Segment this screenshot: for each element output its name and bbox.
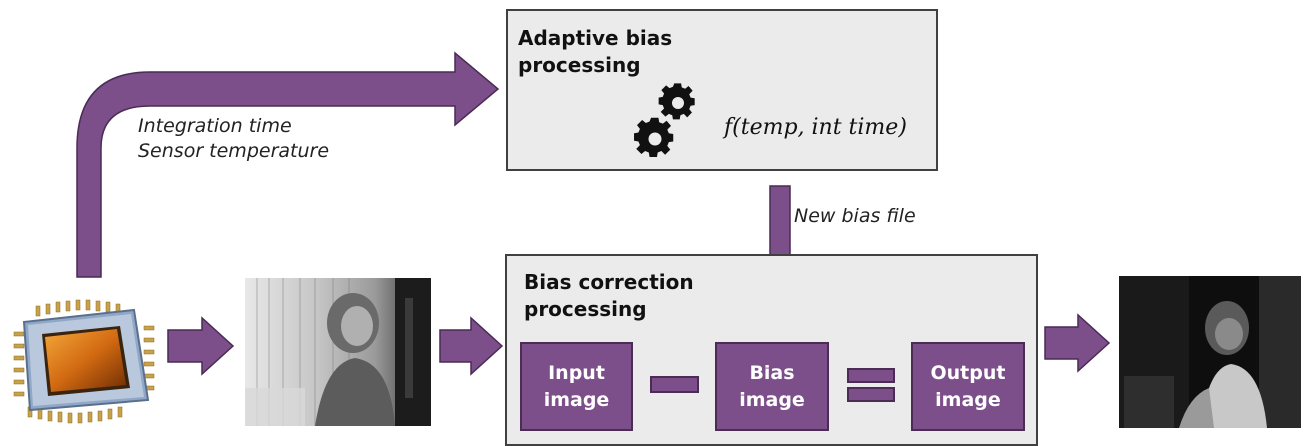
bias-correction-box: Bias correction processing Input image B… bbox=[505, 254, 1038, 446]
sensor-chip-icon bbox=[6, 292, 164, 432]
equals-operator-bottom bbox=[847, 387, 895, 402]
raw-noisy-image bbox=[245, 278, 431, 426]
sensor-inputs-label: Integration time Sensor temperature bbox=[138, 115, 330, 162]
correction-to-output-arrow bbox=[1044, 313, 1111, 373]
gears-icon bbox=[632, 79, 712, 163]
bias-function-formula: f(temp, int time) bbox=[724, 115, 907, 140]
minus-operator bbox=[650, 376, 699, 393]
input-image-box: Input image bbox=[520, 342, 633, 431]
bias-correction-title: Bias correction processing bbox=[524, 270, 694, 321]
adaptive-bias-box: Adaptive bias processing f(temp, int tim… bbox=[506, 9, 938, 171]
sensor-to-adaptive-arrow bbox=[76, 51, 500, 278]
sensor-to-raw-arrow bbox=[167, 316, 235, 376]
new-bias-file-label: New bias file bbox=[794, 205, 916, 227]
bias-image-box: Bias image bbox=[715, 342, 829, 431]
raw-to-correction-arrow bbox=[439, 316, 504, 376]
corrected-output-image bbox=[1119, 276, 1301, 428]
equals-operator-top bbox=[847, 368, 895, 383]
output-image-box: Output image bbox=[911, 342, 1025, 431]
adaptive-bias-title: Adaptive bias processing bbox=[518, 26, 673, 77]
